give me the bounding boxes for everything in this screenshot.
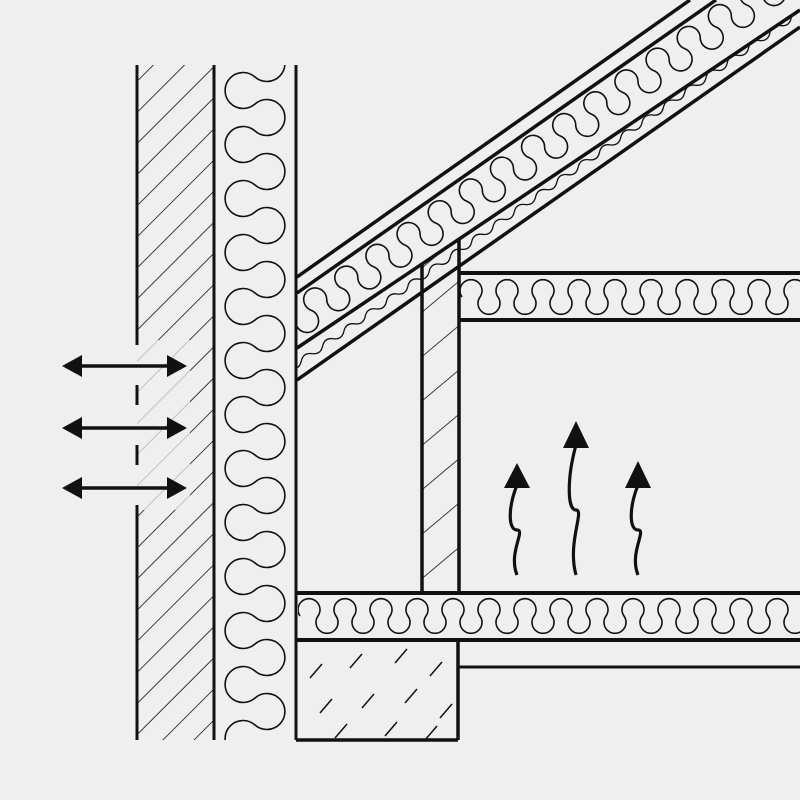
roof-insulation	[297, 0, 800, 334]
moisture-exchange-arrows	[62, 355, 187, 499]
wall-insulation	[224, 65, 286, 740]
concrete-foundation	[296, 640, 460, 742]
heat-rising-arrow-icon	[625, 461, 651, 576]
concrete-mark	[349, 653, 363, 669]
concrete-mark	[334, 723, 348, 739]
double-arrow-icon	[62, 477, 187, 499]
ceiling-insulation-band	[459, 271, 800, 322]
vertical-stud	[420, 238, 461, 592]
double-arrow-icon	[62, 417, 187, 439]
heat-rising-arrows	[504, 421, 651, 576]
wavy-line	[297, 12, 800, 377]
concrete-mark	[424, 725, 438, 741]
concrete-mark	[394, 648, 408, 664]
concrete-mark	[384, 721, 398, 737]
concrete-mark	[429, 661, 443, 677]
floor-insulation-band	[296, 591, 800, 669]
concrete-mark	[439, 703, 453, 719]
insulation-lobes	[298, 597, 800, 635]
insulation-lobes	[460, 278, 800, 316]
concrete-mark	[309, 663, 323, 679]
insulation-lobes	[224, 65, 286, 740]
insulation-lobes	[297, 0, 800, 334]
roof-assembly	[295, 0, 800, 382]
double-arrow-icon	[62, 355, 187, 377]
vapor-barrier-line	[297, 12, 800, 377]
heat-rising-arrow-icon	[504, 463, 530, 576]
concrete-mark	[404, 688, 418, 704]
concrete-mark	[361, 693, 375, 709]
masonry-wall-layer	[130, 65, 298, 740]
concrete-mark	[319, 698, 333, 714]
heat-rising-arrow-icon	[563, 421, 589, 576]
